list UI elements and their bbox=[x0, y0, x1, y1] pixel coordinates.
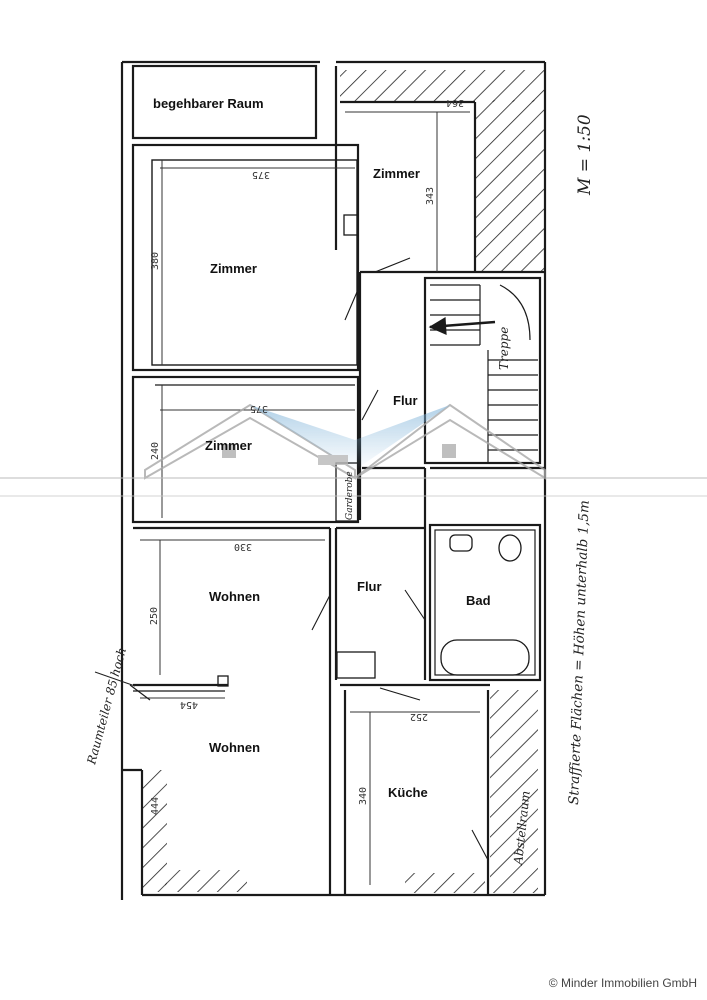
room-label-flur-lower: Flur bbox=[357, 579, 382, 594]
dimension-lines bbox=[140, 111, 480, 885]
stairs-label: Treppe bbox=[497, 327, 511, 370]
room-label-zimmer-large: Zimmer bbox=[210, 261, 257, 276]
room-label-wohnen-upper: Wohnen bbox=[209, 589, 260, 604]
dim-375-mid: 375 bbox=[250, 403, 268, 414]
dim-240: 240 bbox=[150, 442, 161, 460]
sink bbox=[449, 534, 473, 552]
chimney-lower bbox=[336, 651, 376, 679]
chimney-upper bbox=[343, 214, 359, 236]
watermark-logo bbox=[0, 403, 707, 497]
room-labels: begehbarer Raum Zimmer Zimmer Zimmer Flu… bbox=[153, 96, 491, 800]
room-label-zimmer-top: Zimmer bbox=[373, 166, 420, 181]
room-label-kueche: Küche bbox=[388, 785, 428, 800]
dim-454: 454 bbox=[180, 699, 198, 710]
room-label-zimmer-middle: Zimmer bbox=[205, 438, 252, 453]
dimension-labels: 364 343 375 380 375 240 330 250 454 252 … bbox=[149, 97, 464, 815]
scale-note: M = 1:50 bbox=[575, 114, 595, 196]
wardrobe-label: Garderobe bbox=[345, 471, 355, 520]
door-swings bbox=[129, 257, 489, 861]
dim-375-top: 375 bbox=[252, 169, 270, 180]
room-label-flur-upper: Flur bbox=[393, 393, 418, 408]
shaded-area-note: Straffierte Flächen = Höhen unterhalb 1,… bbox=[566, 500, 593, 805]
hatched-areas bbox=[142, 70, 545, 893]
dim-252: 252 bbox=[410, 711, 428, 722]
toilet bbox=[498, 534, 522, 562]
copyright-text: © Minder Immobilien GmbH bbox=[548, 976, 697, 990]
dim-250: 250 bbox=[149, 607, 160, 625]
dim-343: 343 bbox=[425, 187, 436, 205]
staircase bbox=[428, 284, 538, 463]
bathtub bbox=[440, 639, 530, 676]
room-label-bad: Bad bbox=[466, 593, 491, 608]
dim-340: 340 bbox=[358, 787, 369, 805]
room-label-wohnen-lower: Wohnen bbox=[209, 740, 260, 755]
dim-444: 444 bbox=[150, 797, 161, 815]
room-label-walk-in: begehbarer Raum bbox=[153, 96, 264, 111]
dim-380: 380 bbox=[150, 252, 161, 270]
dim-330: 330 bbox=[234, 541, 252, 552]
dim-364: 364 bbox=[446, 97, 464, 108]
